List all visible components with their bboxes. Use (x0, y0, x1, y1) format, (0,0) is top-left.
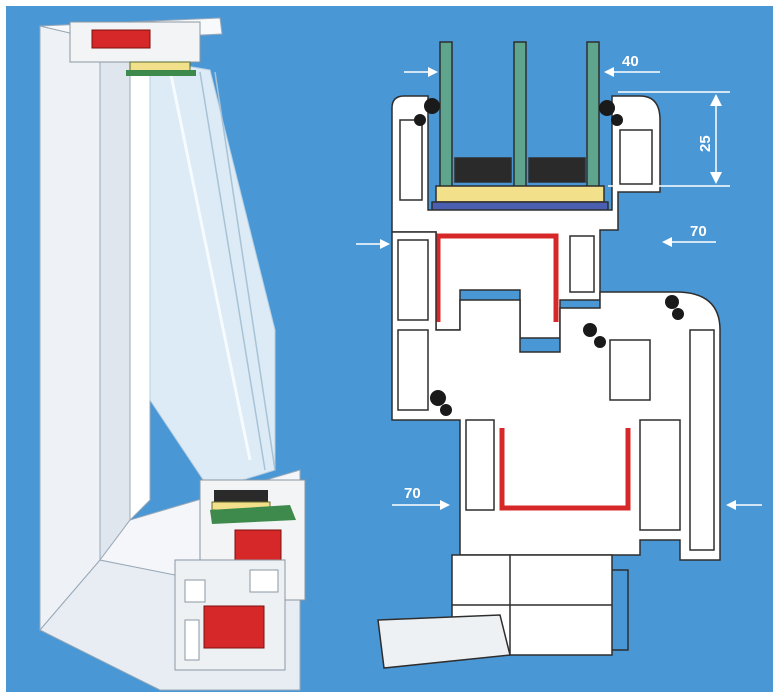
frame-chamber (184, 579, 206, 603)
frame-reinforcement (499, 428, 631, 511)
glass-pane-inner (586, 41, 600, 189)
frame-chamber (639, 419, 681, 531)
glass-edge (214, 71, 276, 471)
bottom-reinforcement-upper (234, 529, 282, 565)
dim-label-sash: 70 (690, 223, 707, 240)
dim-arrowhead (726, 500, 736, 510)
seals (414, 98, 684, 416)
seal-gasket (672, 308, 684, 320)
window-corner-3d-view (39, 17, 306, 691)
seal-gasket (424, 98, 440, 114)
glass-reflection (168, 69, 252, 461)
frame-outer-face (39, 25, 101, 632)
bottom-bead-green (210, 505, 296, 524)
dim-arrowhead (710, 172, 722, 184)
seal-gasket (611, 114, 623, 126)
dim-arrowhead (380, 239, 390, 249)
frame-chamber (184, 619, 200, 661)
sash-chamber (399, 119, 423, 201)
dimension-annotations: 40 25 70 70 (356, 53, 762, 510)
frame-chamber (397, 329, 429, 411)
glass-pane-outer (439, 41, 453, 189)
dim-arrowhead (604, 67, 614, 77)
sash-vertical (129, 45, 151, 522)
dim-arrowhead (710, 94, 722, 106)
dim-label-glazing: 40 (622, 53, 639, 70)
frame-chamber (249, 569, 279, 593)
frame-chamber (609, 339, 651, 401)
sill-profile (377, 554, 629, 669)
seal-gasket (414, 114, 426, 126)
sill-board (377, 614, 511, 669)
sash-chamber (569, 235, 595, 293)
frame-inner-chamber (465, 419, 495, 511)
dim-arrowhead (428, 67, 438, 77)
dim-arrowhead (662, 237, 672, 247)
bottom-spacer-dark (214, 490, 268, 502)
seal-gasket (583, 323, 597, 337)
frame-chamber (689, 329, 715, 551)
frame-bevel (99, 39, 131, 562)
frame-chamber (397, 239, 429, 321)
seal-gasket (665, 295, 679, 309)
dim-label-bead: 25 (697, 135, 714, 152)
dim-label-frame: 70 (404, 485, 421, 502)
glass-pane-middle (513, 41, 527, 189)
seal-gasket (430, 390, 446, 406)
dim-arrowhead (440, 500, 450, 510)
top-spacer-green (126, 70, 196, 76)
spacer-dark-left (454, 157, 512, 183)
sill-hook (612, 569, 629, 651)
profile-cross-section (377, 41, 721, 669)
sash-reinforcement (435, 233, 559, 322)
top-reinforcement (91, 29, 151, 49)
spacer-dark-right (528, 157, 586, 183)
seal-gasket (440, 404, 452, 416)
seal-gasket (599, 100, 615, 116)
spacer-yellow (435, 185, 605, 203)
glass-edge (199, 71, 266, 471)
seal-gasket (594, 336, 606, 348)
sash-chamber (619, 129, 653, 185)
bottom-reinforcement-lower (203, 605, 265, 649)
